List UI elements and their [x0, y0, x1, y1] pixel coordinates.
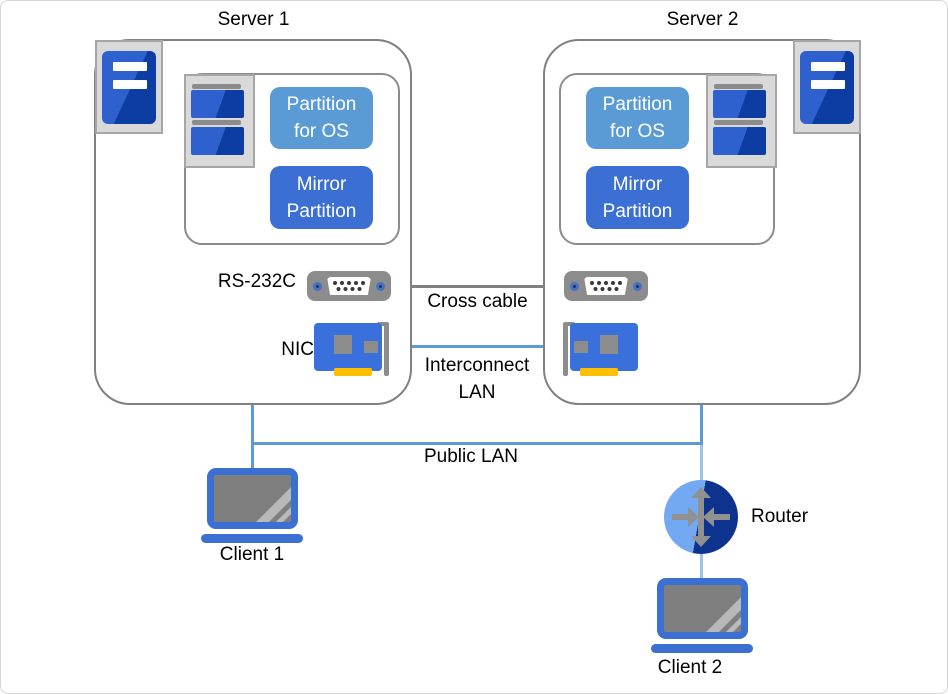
server2-tower-icon — [793, 40, 861, 134]
client1-laptop-icon — [201, 468, 303, 544]
server2-serial-port-icon — [564, 271, 648, 301]
server1-mirror-partition: Mirror Partition — [270, 166, 373, 229]
lan-to-router-line — [700, 445, 703, 482]
rs232c-label: RS-232C — [217, 271, 296, 292]
cross-cable-label: Cross cable — [427, 291, 528, 312]
router-label: Router — [751, 506, 809, 527]
server1-serial-port-icon — [307, 271, 391, 301]
router-icon — [664, 480, 738, 554]
interconnect-lan-line — [392, 345, 563, 348]
server1-to-lan-line — [251, 405, 254, 469]
public-lan-line — [251, 442, 703, 445]
server1-title: Server 1 — [217, 9, 290, 30]
server1-disk-icon — [184, 74, 255, 168]
server2-mirror-partition: Mirror Partition — [586, 166, 689, 229]
server2-partition-os: Partition for OS — [586, 87, 689, 149]
server1-tower-icon — [95, 40, 163, 134]
client1-label: Client 1 — [219, 544, 285, 565]
public-lan-label: Public LAN — [424, 446, 518, 467]
server2-nic-icon — [561, 321, 641, 378]
server2-disk-icon — [706, 74, 777, 168]
server1-nic-icon — [311, 321, 391, 378]
cross-cable-line — [391, 285, 564, 288]
server2-title: Server 2 — [666, 9, 739, 30]
server1-partition-os: Partition for OS — [270, 87, 373, 149]
client2-laptop-icon — [651, 578, 753, 654]
interconnect-lan-label: Interconnect LAN — [424, 355, 530, 403]
server2-to-lan-line — [700, 405, 703, 445]
nic-label: NIC — [281, 339, 314, 360]
router-to-client2-line — [700, 553, 703, 579]
client2-label: Client 2 — [657, 657, 723, 678]
